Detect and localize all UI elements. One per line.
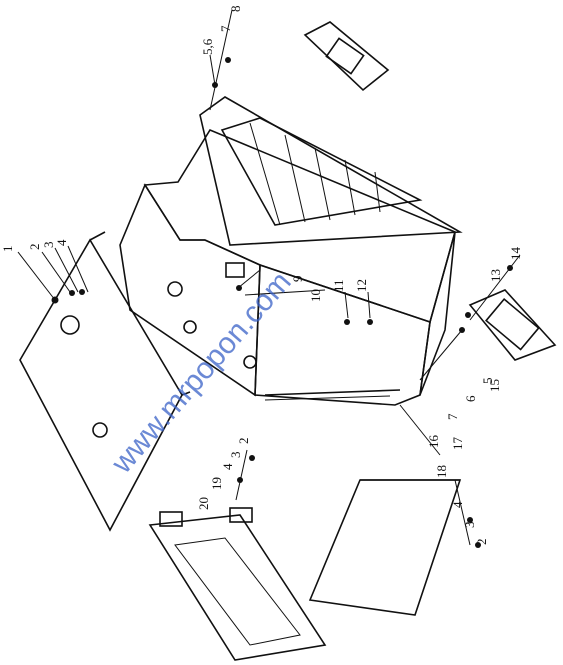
callout-9: 9 — [290, 276, 305, 283]
callout-19: 19 — [209, 477, 224, 490]
bottom-right-panel — [308, 479, 462, 616]
callout-2: 2 — [27, 244, 42, 251]
callout-labels: 1 2 3 4 5,6 7 8 9 10 11 12 13 14 15 16 7… — [0, 6, 523, 546]
callout-15: 15 — [487, 379, 502, 392]
callout-20: 20 — [196, 497, 211, 510]
callout-17: 17 — [450, 437, 465, 451]
callout-18: 18 — [434, 465, 449, 478]
screws — [51, 57, 513, 548]
chassis-box — [119, 128, 456, 406]
callout-7-right: 7 — [445, 413, 460, 420]
callout-3-bottom: 3 — [462, 522, 477, 529]
callout-1: 1 — [0, 246, 15, 253]
top-connector-panel — [303, 21, 390, 92]
callout-5-right: 5 — [480, 378, 495, 385]
callout-8: 8 — [228, 6, 243, 13]
leader-lines — [17, 9, 521, 546]
callout-3-left: 3 — [228, 452, 243, 459]
callout-2-bottom: 2 — [474, 539, 489, 546]
right-connector-panel — [468, 289, 557, 361]
left-side-panel — [19, 231, 191, 532]
callout-14: 14 — [508, 247, 523, 261]
callout-4-left: 4 — [220, 463, 235, 470]
callout-2-left: 2 — [236, 438, 251, 445]
top-frame — [199, 96, 463, 246]
bottom-left-door — [148, 507, 327, 661]
callout-10: 10 — [308, 289, 323, 302]
callout-16: 16 — [426, 435, 441, 449]
callout-5-6: 5,6 — [200, 38, 215, 55]
callout-13: 13 — [488, 269, 503, 282]
callout-6-right: 6 — [463, 395, 478, 402]
callout-12: 12 — [354, 279, 369, 292]
callout-4-bottom: 4 — [450, 501, 465, 508]
callout-11: 11 — [331, 279, 346, 292]
callout-4: 4 — [54, 239, 69, 246]
watermark-text: www.mrpopon.com — [105, 265, 298, 480]
callout-7-top: 7 — [218, 25, 233, 32]
callout-3: 3 — [41, 242, 56, 249]
